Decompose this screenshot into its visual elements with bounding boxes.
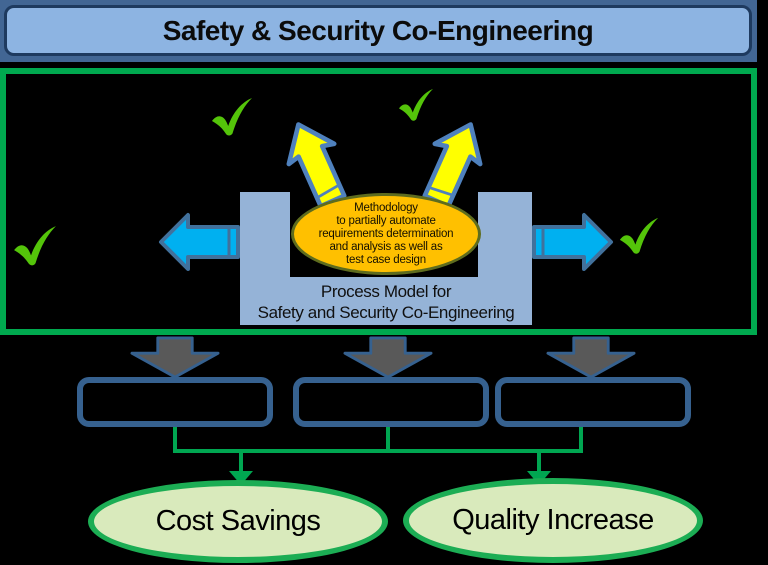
placeholder-box xyxy=(293,377,489,427)
checkmark-icon xyxy=(394,88,438,122)
connector-line xyxy=(239,453,243,472)
checkmark-icon xyxy=(12,218,58,274)
methodology-line: and analysis as well as xyxy=(329,240,443,253)
process-shape-base xyxy=(240,277,532,325)
methodology-line: requirements determination xyxy=(318,227,454,240)
page-title: Safety & Security Co-Engineering xyxy=(162,14,594,46)
process-shape-left-pillar xyxy=(240,192,290,278)
process-model-label-line2: Safety and Security Co-Engineering xyxy=(257,303,515,322)
cost-savings-label: Cost Savings xyxy=(155,505,321,537)
connector-line xyxy=(173,449,583,453)
checkmark-icon xyxy=(618,215,660,257)
placeholder-box xyxy=(77,377,273,427)
process-model-label: Process Model for Safety and Security Co… xyxy=(240,281,532,323)
title-banner: Safety & Security Co-Engineering xyxy=(0,0,757,62)
connector-line xyxy=(386,427,390,451)
connector-line xyxy=(173,427,177,451)
right-arrow-icon xyxy=(530,211,614,273)
connector-line xyxy=(579,427,583,451)
down-arrow-icon xyxy=(340,336,436,380)
process-model-label-line1: Process Model for xyxy=(320,282,452,301)
connector-line xyxy=(537,453,541,472)
placeholder-box xyxy=(495,377,691,427)
title-banner-inner: Safety & Security Co-Engineering xyxy=(4,5,752,56)
cost-savings-ellipse: Cost Savings xyxy=(88,480,388,563)
methodology-ellipse: Methodology to partially automate requir… xyxy=(291,193,481,275)
down-arrow-icon xyxy=(543,336,639,380)
checkmark-icon xyxy=(210,97,254,137)
quality-increase-ellipse: Quality Increase xyxy=(403,478,703,563)
down-arrow-icon xyxy=(127,336,223,380)
methodology-line: to partially automate xyxy=(336,214,436,227)
methodology-line: Methodology xyxy=(354,201,418,214)
process-shape-right-pillar xyxy=(478,192,532,278)
methodology-line: test case design xyxy=(346,253,426,266)
left-arrow-icon xyxy=(158,211,242,273)
quality-increase-label: Quality Increase xyxy=(452,504,654,536)
